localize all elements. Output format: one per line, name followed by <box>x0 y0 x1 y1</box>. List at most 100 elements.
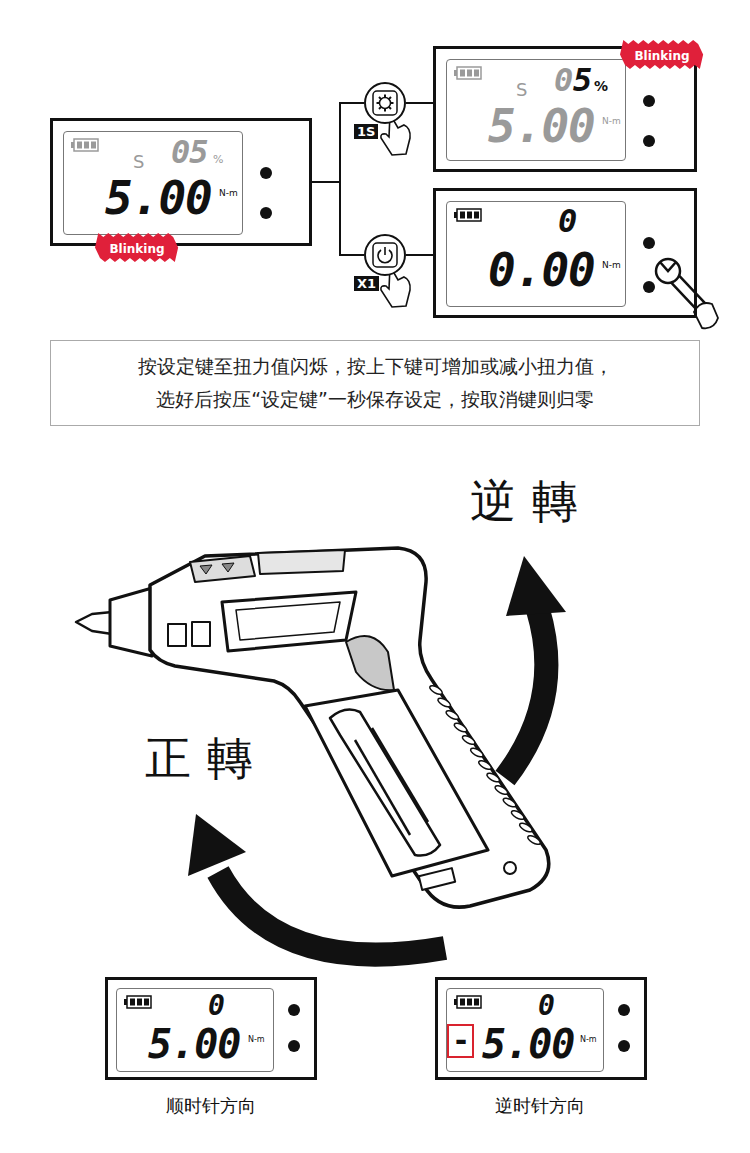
drawing-part <box>474 999 479 1006</box>
drawing-part <box>373 243 397 267</box>
drawing-part <box>258 550 345 574</box>
drawing-part <box>445 709 460 721</box>
drawing-part <box>384 247 386 255</box>
button-dot <box>643 237 655 249</box>
press-label: 1S <box>354 124 378 139</box>
badge-text: Blinking <box>634 49 689 63</box>
button-dot <box>618 1004 630 1016</box>
lcd-digits: 5.00 <box>488 103 595 149</box>
direction-label: 逆轉 <box>470 478 594 524</box>
drawing-part <box>389 107 391 109</box>
drawing-part <box>355 740 410 835</box>
drawing-part <box>236 602 340 640</box>
lcd-unit: % <box>594 79 608 93</box>
drawing-part <box>150 548 549 907</box>
drawing-part <box>77 142 82 149</box>
drawing-part <box>419 868 455 890</box>
drawing-part <box>377 102 380 104</box>
lcd-panel: 0 5.00 N-m <box>105 977 317 1080</box>
drawing-part <box>453 721 468 733</box>
lcd-panel: S05%5.00N-m <box>50 118 312 246</box>
drawing-part <box>437 696 452 708</box>
drawing-part <box>384 95 386 98</box>
lcd-digits: 5 <box>573 64 591 96</box>
battery-icon <box>127 996 151 1008</box>
drawing-part <box>694 303 718 328</box>
lcd-digits: 0 <box>538 992 554 1020</box>
drawing-part <box>494 784 509 796</box>
blinking-badge: Blinking <box>95 233 178 262</box>
drawing-part <box>346 636 394 690</box>
connector-line <box>406 102 433 104</box>
lcd-unit: N-m <box>248 1036 265 1044</box>
drawing-part <box>467 999 472 1006</box>
lcd-unit: - <box>447 1024 474 1058</box>
battery-icon <box>457 996 481 1008</box>
drawing-part <box>506 556 566 616</box>
direction-label: 正轉 <box>145 735 269 781</box>
lcd-digits: 0 <box>208 992 224 1020</box>
drawing-part <box>168 624 186 646</box>
lcd-panel: 0 0.00 N-m <box>433 188 697 318</box>
drawing-part <box>95 233 178 262</box>
instruction-box: 按设定键至扭力值闪烁，按上下键可增加或减小扭力值， 选好后按压“设定键”一秒保存… <box>50 340 700 426</box>
button-dot <box>288 1040 300 1052</box>
battery-icon <box>457 67 481 79</box>
drawing-part <box>504 862 516 874</box>
connector-line <box>312 182 364 255</box>
lcd-digits: 0 <box>558 205 576 237</box>
drawing-part <box>218 872 445 955</box>
drawing-part <box>510 809 525 821</box>
drawing-part <box>373 91 397 115</box>
lcd-unit: N-m <box>602 261 621 270</box>
lcd-digits: 0.00 <box>488 247 595 293</box>
drawing-part <box>192 622 210 646</box>
battery-icon <box>457 209 481 221</box>
button-dot <box>260 167 272 179</box>
gear-icon <box>366 84 404 122</box>
lcd-digits: 5.00 <box>148 1024 240 1064</box>
button-dot <box>288 1004 300 1016</box>
drawing-part <box>428 684 443 696</box>
lcd-unit: S <box>133 153 144 171</box>
drawing-part <box>130 999 135 1006</box>
drawing-part <box>460 70 465 77</box>
lcd-digits: 0 <box>554 64 572 96</box>
badge-text: Blinking <box>109 242 164 256</box>
instruction-text: 按设定键至扭力值闪烁，按上下键可增加或减小扭力值， 选好后按压“设定键”一秒保存… <box>133 350 618 416</box>
lcd-unit: % <box>213 154 223 165</box>
drawing-part <box>372 728 428 822</box>
drawing-part <box>454 999 457 1005</box>
drawing-part <box>124 999 127 1005</box>
round-button: 1S <box>364 82 406 124</box>
drawing-part <box>384 109 386 112</box>
drawing-part <box>620 40 703 69</box>
drawing-part <box>379 107 381 109</box>
drawing-part <box>526 834 541 846</box>
round-button: X1 <box>364 234 406 276</box>
drawing-part <box>474 70 479 77</box>
power-icon <box>366 236 404 274</box>
drawing-part <box>460 212 465 219</box>
drawing-part <box>305 690 488 876</box>
drawing-part <box>467 70 472 77</box>
press-label: X1 <box>354 276 379 291</box>
drawing-part <box>505 610 546 778</box>
drawing-part <box>200 563 234 574</box>
connector-line <box>312 103 364 182</box>
caption-label: 顺时针方向 <box>166 1097 256 1115</box>
blinking-badge: Blinking <box>620 40 703 69</box>
button-dot <box>643 281 655 293</box>
drawing-part <box>461 734 476 746</box>
drawing-part <box>84 142 89 149</box>
drawing-part <box>454 212 457 218</box>
button-dot <box>643 95 655 107</box>
lcd-unit: N-m <box>219 189 238 198</box>
lcd-digits: 5.00 <box>482 1024 574 1064</box>
rotation-arrow <box>505 556 566 778</box>
drawing-part <box>454 70 457 76</box>
drawing-part <box>477 759 492 771</box>
